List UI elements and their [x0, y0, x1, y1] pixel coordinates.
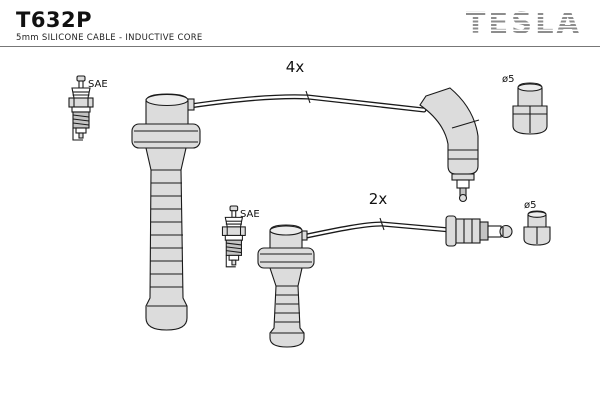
- quantity-label-top: 4x: [286, 58, 305, 76]
- sae-label-top: SAE: [88, 79, 108, 90]
- part-number: T632P: [16, 8, 93, 32]
- angled-boot-icon: [419, 87, 480, 203]
- sae-label-bottom: SAE: [240, 209, 260, 220]
- tesla-logo: TESLA: [465, 6, 582, 40]
- ignition-cable-top: [187, 90, 427, 113]
- diameter-label-bottom: ø5: [524, 200, 536, 211]
- product-subtitle: 5mm SILICONE CABLE - INDUCTIVE CORE: [16, 33, 203, 43]
- coil-boot-top: [131, 93, 201, 331]
- connector-cap-top-icon: [512, 82, 548, 135]
- spark-plug-top-icon: [68, 75, 94, 141]
- cable-joint-tick: [379, 217, 385, 231]
- coil-boot-bottom: [257, 224, 315, 348]
- ignition-cable-bottom: [299, 217, 453, 240]
- diameter-label-top: ø5: [502, 74, 514, 85]
- quantity-label-bottom: 2x: [369, 190, 388, 208]
- straight-connector-icon: [445, 215, 513, 247]
- cable-joint-tick: [305, 90, 311, 104]
- header: T632P 5mm SILICONE CABLE - INDUCTIVE COR…: [0, 0, 600, 47]
- spark-plug-bottom-icon: [221, 205, 246, 268]
- connector-cap-bottom-icon: [523, 210, 551, 246]
- header-divider: [0, 46, 600, 47]
